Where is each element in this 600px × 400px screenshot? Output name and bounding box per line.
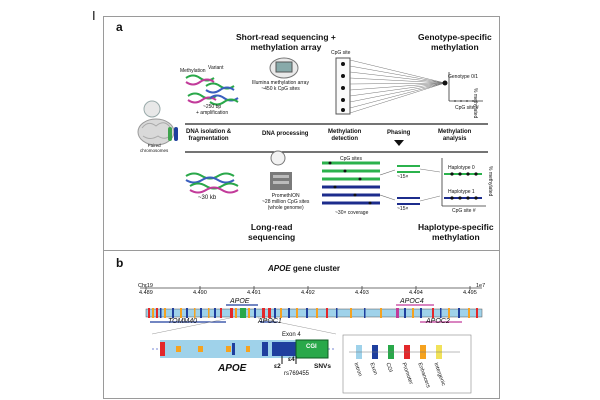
exon4-label: Exon 4	[282, 332, 301, 338]
promethion-icon	[270, 150, 292, 190]
gene-label-apoc1: APOC1	[258, 318, 282, 325]
step-dna-isolation: DNA isolation & fragmentation	[186, 129, 232, 142]
long-fragment-note: ~30 kb	[198, 195, 217, 201]
panel-divider	[103, 250, 500, 251]
zoom-gene-label: APOE	[218, 363, 247, 374]
legend-box	[342, 334, 472, 394]
paired-chromosomes-icon	[168, 127, 178, 141]
long-read-fragments	[185, 172, 239, 194]
gene-cluster-track	[145, 308, 483, 318]
methylation-label: Methylation	[180, 68, 206, 74]
gene-label-apoc2: APOC2	[426, 318, 450, 325]
tick-label: 4.495	[463, 290, 477, 296]
panel-label-a: a	[116, 20, 123, 34]
gene-label-tomm40: TOMM40	[168, 318, 198, 325]
cpg-axis-top: CpG site #	[455, 105, 479, 111]
snv-e4-label: ε4	[288, 356, 295, 363]
promethion-note: PromethION ~28 million CpG sites (whole …	[262, 193, 310, 211]
cpg-site-label: CpG site	[331, 50, 351, 56]
cgi-label: CGI	[306, 344, 317, 350]
rsid-label: rs769455	[284, 371, 310, 377]
cpg-sites-label: CpG sites	[340, 156, 362, 162]
haplotype-plot	[441, 158, 486, 207]
apoe-promoter	[160, 342, 165, 356]
paired-chromosomes-label: Paired chromosomes	[140, 143, 169, 153]
gene-label-apoc4: APOC4	[400, 298, 424, 305]
step-methylation-detection: Methylation detection	[328, 129, 362, 142]
short-fragment-note: ~250 bp + amplification	[196, 104, 229, 116]
cgi-block	[295, 339, 329, 359]
variant-label: Variant	[208, 65, 224, 71]
brain-icon	[137, 100, 175, 146]
gene-cluster-title: APOE gene cluster	[268, 264, 341, 273]
tick-label: 4.489	[139, 290, 153, 296]
panel-label-i: I	[92, 8, 96, 23]
coverage-note: ~30× coverage	[335, 210, 369, 216]
genotype-label: Genotype 0/1	[448, 74, 479, 80]
array-note: Illumina methylation array ~450 k CpG si…	[252, 80, 309, 92]
coverage-15x-b: ~15×	[397, 206, 409, 212]
snvs-label: SNVs	[314, 363, 331, 370]
chromosome-label: Chr19	[138, 283, 153, 289]
tick-label: 4.494	[409, 290, 423, 296]
short-read-title: Short-read sequencing + methylation arra…	[236, 32, 336, 52]
tick-label: 4.491	[247, 290, 261, 296]
panel-label-b: b	[116, 256, 124, 270]
haplotype-0-label: Haplotype 0	[448, 165, 475, 171]
scale-label: 1e7	[476, 283, 486, 289]
track-features	[148, 308, 478, 318]
step-phasing: Phasing	[387, 130, 411, 136]
tick-label: 4.492	[301, 290, 315, 296]
long-read-tracks	[322, 161, 396, 205]
step-dna-processing: DNA processing	[262, 131, 309, 137]
phasing-arrow-icon	[394, 140, 404, 146]
genotype-methylation-title: Genotype-specific methylation	[418, 32, 492, 52]
phased-tracks	[397, 165, 441, 205]
snv-e2-label: ε2	[274, 363, 281, 370]
coverage-15x-a: ~15×	[397, 174, 409, 180]
gene-label-apoe: APOE	[230, 298, 250, 305]
cpg-axis-bottom: CpG site #	[452, 208, 476, 214]
step-methylation-analysis: Methylation analysis	[438, 129, 472, 142]
figure-frame	[103, 16, 500, 399]
long-read-title: Long-read sequencing	[248, 222, 296, 242]
tick-label: 4.490	[193, 290, 207, 296]
methylation-array-icon	[269, 57, 299, 79]
haplotype-methylation-title: Haplotype-specific methylation	[418, 222, 494, 242]
tick-label: 4.493	[355, 290, 369, 296]
haplotype-1-label: Haplotype 1	[448, 189, 475, 195]
short-read-fragments	[185, 74, 239, 106]
